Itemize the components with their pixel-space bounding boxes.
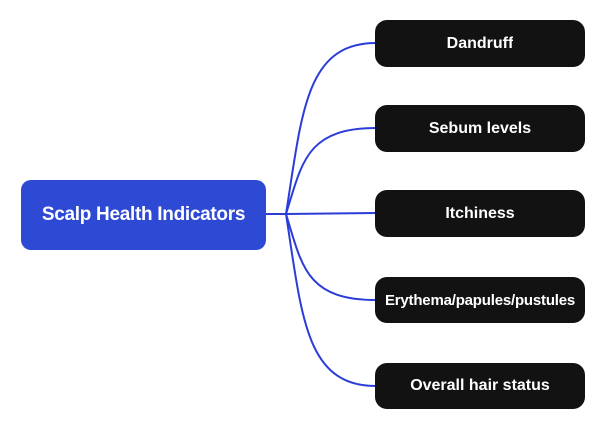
branch-node-dandruff[interactable]: Dandruff [375,20,585,67]
root-node-label: Scalp Health Indicators [41,204,246,225]
branch-node-label: Erythema/papules/pustules [384,291,576,309]
connector-itchiness [285,212,377,215]
branch-node-itchiness[interactable]: Itchiness [375,190,585,237]
branch-node-overall-hair-status[interactable]: Overall hair status [375,363,585,409]
connector-overall-hair-status [285,213,377,387]
branch-node-sebum-levels[interactable]: Sebum levels [375,105,585,152]
branch-node-label: Overall hair status [410,377,550,394]
branch-node-erythema-papules-pustules[interactable]: Erythema/papules/pustules [375,277,585,323]
root-node-scalp-health-indicators[interactable]: Scalp Health Indicators [21,180,266,250]
connector-erythema [285,213,377,301]
branch-node-label: Dandruff [446,34,514,52]
connector-dandruff [285,42,377,215]
connector-sebum-levels [285,127,377,215]
branch-node-label: Itchiness [445,204,515,222]
branch-node-label: Sebum levels [428,119,532,137]
